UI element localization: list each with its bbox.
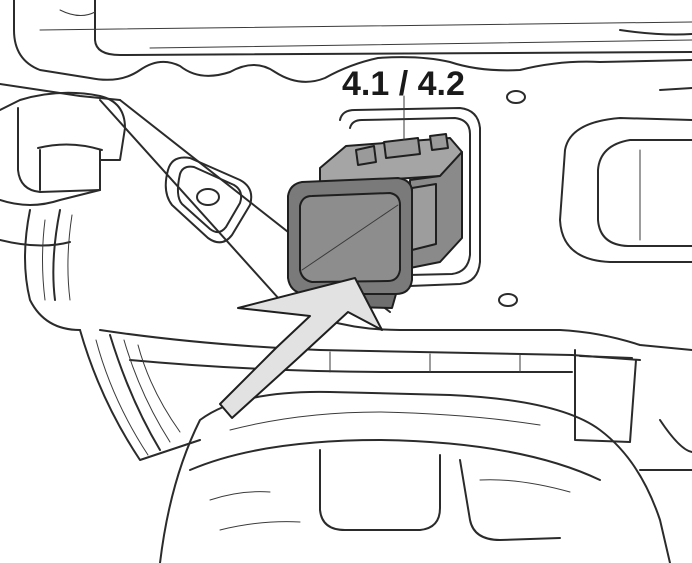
mounting-opening: [339, 107, 481, 289]
callout-label: 4.1 / 4.2: [342, 65, 465, 103]
lower-housing: [159, 390, 692, 563]
crossmember: [99, 329, 641, 443]
electrical-connector: [287, 95, 463, 309]
ribbed-hose: [79, 329, 201, 461]
pointing-arrow: [219, 277, 383, 419]
upper-body-panel: [0, 0, 692, 104]
left-bracket-assembly: [0, 91, 126, 331]
right-recess: [559, 117, 692, 263]
